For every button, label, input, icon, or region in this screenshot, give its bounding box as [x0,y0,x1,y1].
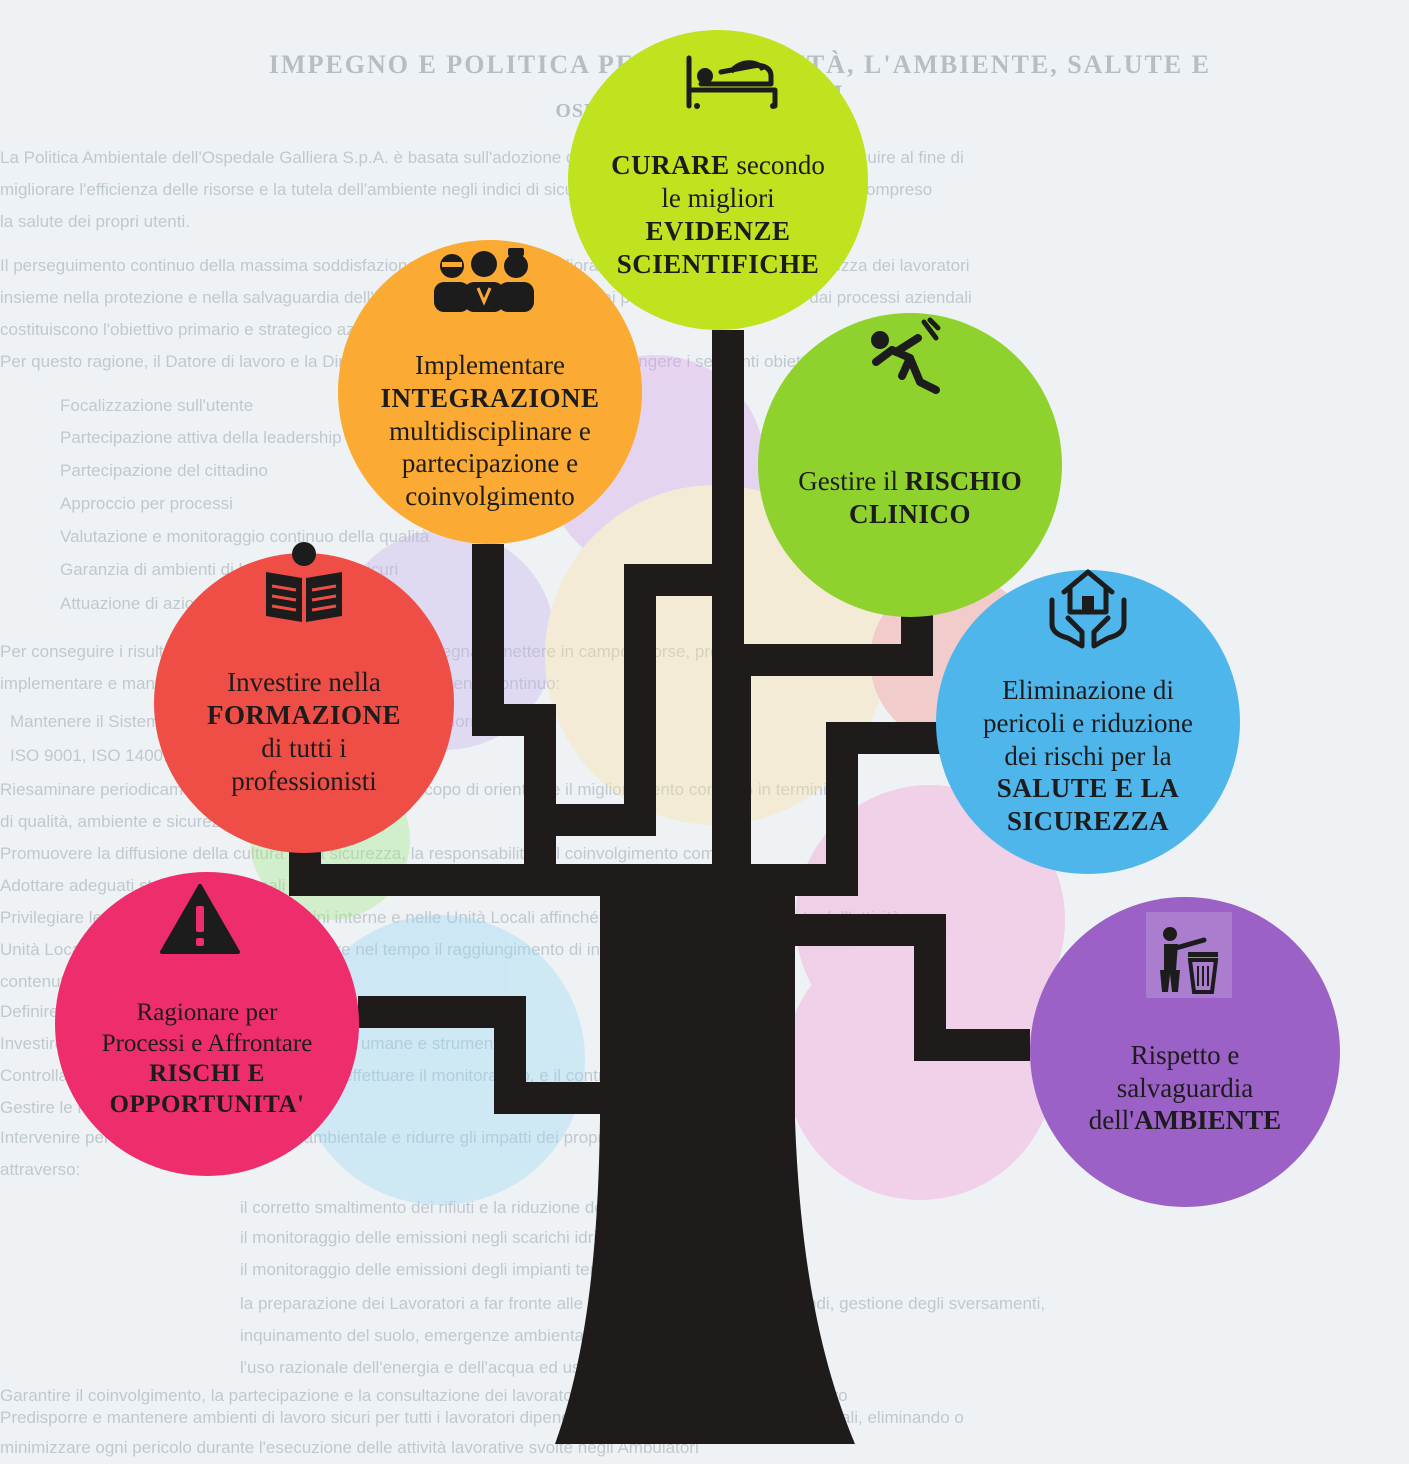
circle-curare-evidenze: CURARE secondo le migliori EVIDENZE SCIE… [568,30,868,330]
curare-line-3: EVIDENZE [645,216,791,246]
rischio-prefix: Gestire il [798,465,905,496]
circle-salute-sicurezza: Eliminazione di pericoli e riduzione dei… [936,570,1240,874]
branch-formazione-step [524,564,728,880]
circle-ambiente: Rispetto e salvaguardia dell'AMBIENTE [1030,897,1340,1207]
tree-trunk [555,866,855,1444]
curare-tail: secondo [729,150,825,181]
hands-house-icon [1049,569,1127,649]
hospital-bed-icon [686,55,778,109]
formazione-line-4: professionisti [231,765,377,796]
curare-line-4: SCIENTIFICHE [616,248,820,279]
formazione-line-1: Investire nella [227,667,381,698]
circle-curare-text: CURARE secondo le migliori EVIDENZE SCIE… [611,149,825,281]
branch-rischio [719,610,933,880]
formazione-line-3: di tutti i [261,733,347,763]
processi-line-4: OPPORTUNITA' [109,1090,305,1118]
circle-processi-text: Ragionare per Processi e Affrontare RISC… [102,998,313,1120]
curare-line-2: le migliori [661,183,775,214]
curare-bold: CURARE [611,150,730,181]
rischio-bold: RISCHIO [904,465,1022,496]
sicurezza-line-2: pericoli e riduzione [983,707,1193,738]
circle-formazione-text: Investire nella FORMAZIONE di tutti i pr… [207,666,401,798]
sicurezza-line-1: Eliminazione di [1002,674,1174,705]
circle-integrazione-text: Implementare INTEGRAZIONE multidisciplin… [380,349,599,514]
circle-formazione: Investire nella FORMAZIONE di tutti i pr… [154,553,454,853]
circle-ambiente-text: Rispetto e salvaguardia dell'AMBIENTE [1089,1039,1281,1138]
branch-ambiente [780,914,1030,1061]
ambiente-line-1: Rispetto e [1130,1039,1240,1070]
branch-processi [358,996,600,1114]
falling-person-icon [871,317,941,394]
medical-staff-icon [434,248,534,312]
ambiente-line-2: salvaguardia [1116,1072,1254,1103]
circle-rischio-text: Gestire il RISCHIO CLINICO [798,465,1022,531]
circle-sicurezza-text: Eliminazione di pericoli e riduzione dei… [983,674,1193,839]
branch-integrazione [472,544,556,880]
sicurezza-line-5: SICUREZZA [1006,806,1170,837]
branch-formazione [289,848,720,896]
reading-person-icon [266,542,342,622]
sicurezza-line-3: dei rischi per la [1004,740,1172,771]
bg-bubble [785,930,1055,1200]
bg-bubble [295,915,585,1205]
integrazione-line-3: multidisciplinare e [389,415,591,446]
circle-integrazione: Implementare INTEGRAZIONE multidisciplin… [338,240,642,544]
processi-line-3: RISCHI E [149,1060,265,1087]
rischio-line-2: CLINICO [848,498,971,529]
trash-bin-icon [1146,912,1232,998]
warning-triangle-icon [160,884,240,954]
integrazione-line-1: Implementare [415,349,565,380]
integrazione-line-5: coinvolgimento [405,481,575,512]
integrazione-line-2: INTEGRAZIONE [380,382,600,413]
processi-line-2: Processi e Affrontare [101,1029,313,1057]
integrazione-line-4: partecipazione e [401,448,579,479]
ambiente-prefix: dell' [1088,1105,1135,1136]
sicurezza-line-4: SALUTE E LA [996,773,1180,804]
processi-line-1: Ragionare per [136,999,278,1026]
formazione-line-2: FORMAZIONE [207,700,401,731]
ambiente-bold: AMBIENTE [1134,1105,1282,1136]
